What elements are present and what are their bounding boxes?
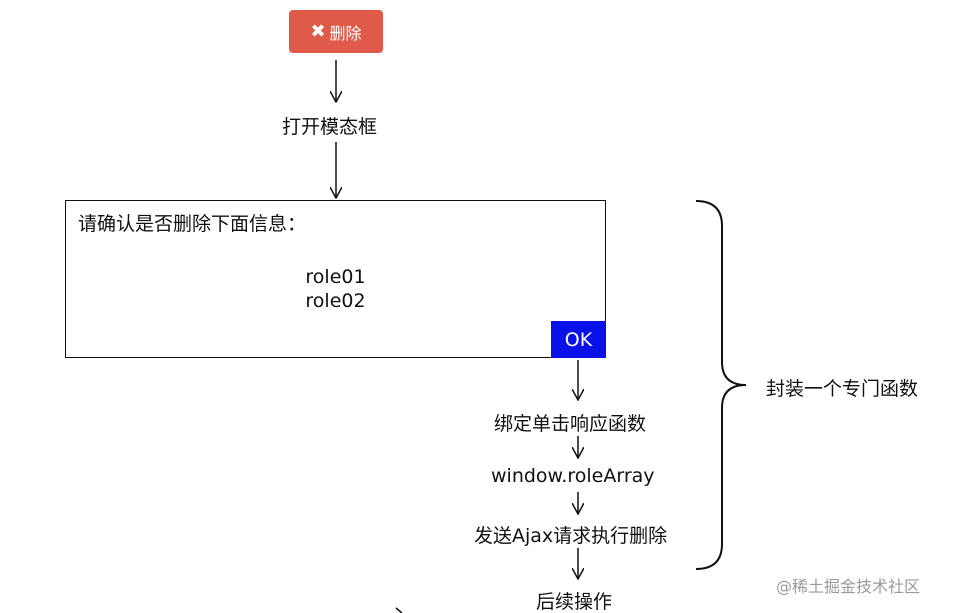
step-open-modal: 打开模态框	[282, 116, 378, 138]
step-bind-click: 绑定单击响应函数	[494, 413, 647, 435]
right-curly-brace	[695, 200, 747, 570]
dialog-item: role02	[305, 290, 366, 312]
watermark: @稀土掘金技术社区	[776, 577, 921, 596]
close-icon: ✖	[310, 21, 326, 42]
step-send-ajax: 发送Ajax请求执行删除	[474, 525, 668, 547]
ok-button[interactable]: OK	[551, 321, 606, 358]
dialog-item: role01	[305, 266, 366, 288]
brace-label: 封装一个专门函数	[766, 378, 919, 400]
delete-button-label: 删除	[329, 23, 362, 43]
cursor-mark	[395, 607, 403, 613]
confirm-dialog: 请确认是否删除下面信息： role01 role02 OK	[65, 200, 606, 358]
step-role-array: window.roleArray	[491, 465, 655, 487]
step-follow-up: 后续操作	[536, 591, 613, 613]
dialog-title: 请确认是否删除下面信息：	[78, 213, 307, 235]
delete-button[interactable]: ✖ 删除	[289, 10, 383, 53]
dialog-items: role01 role02	[66, 265, 605, 313]
